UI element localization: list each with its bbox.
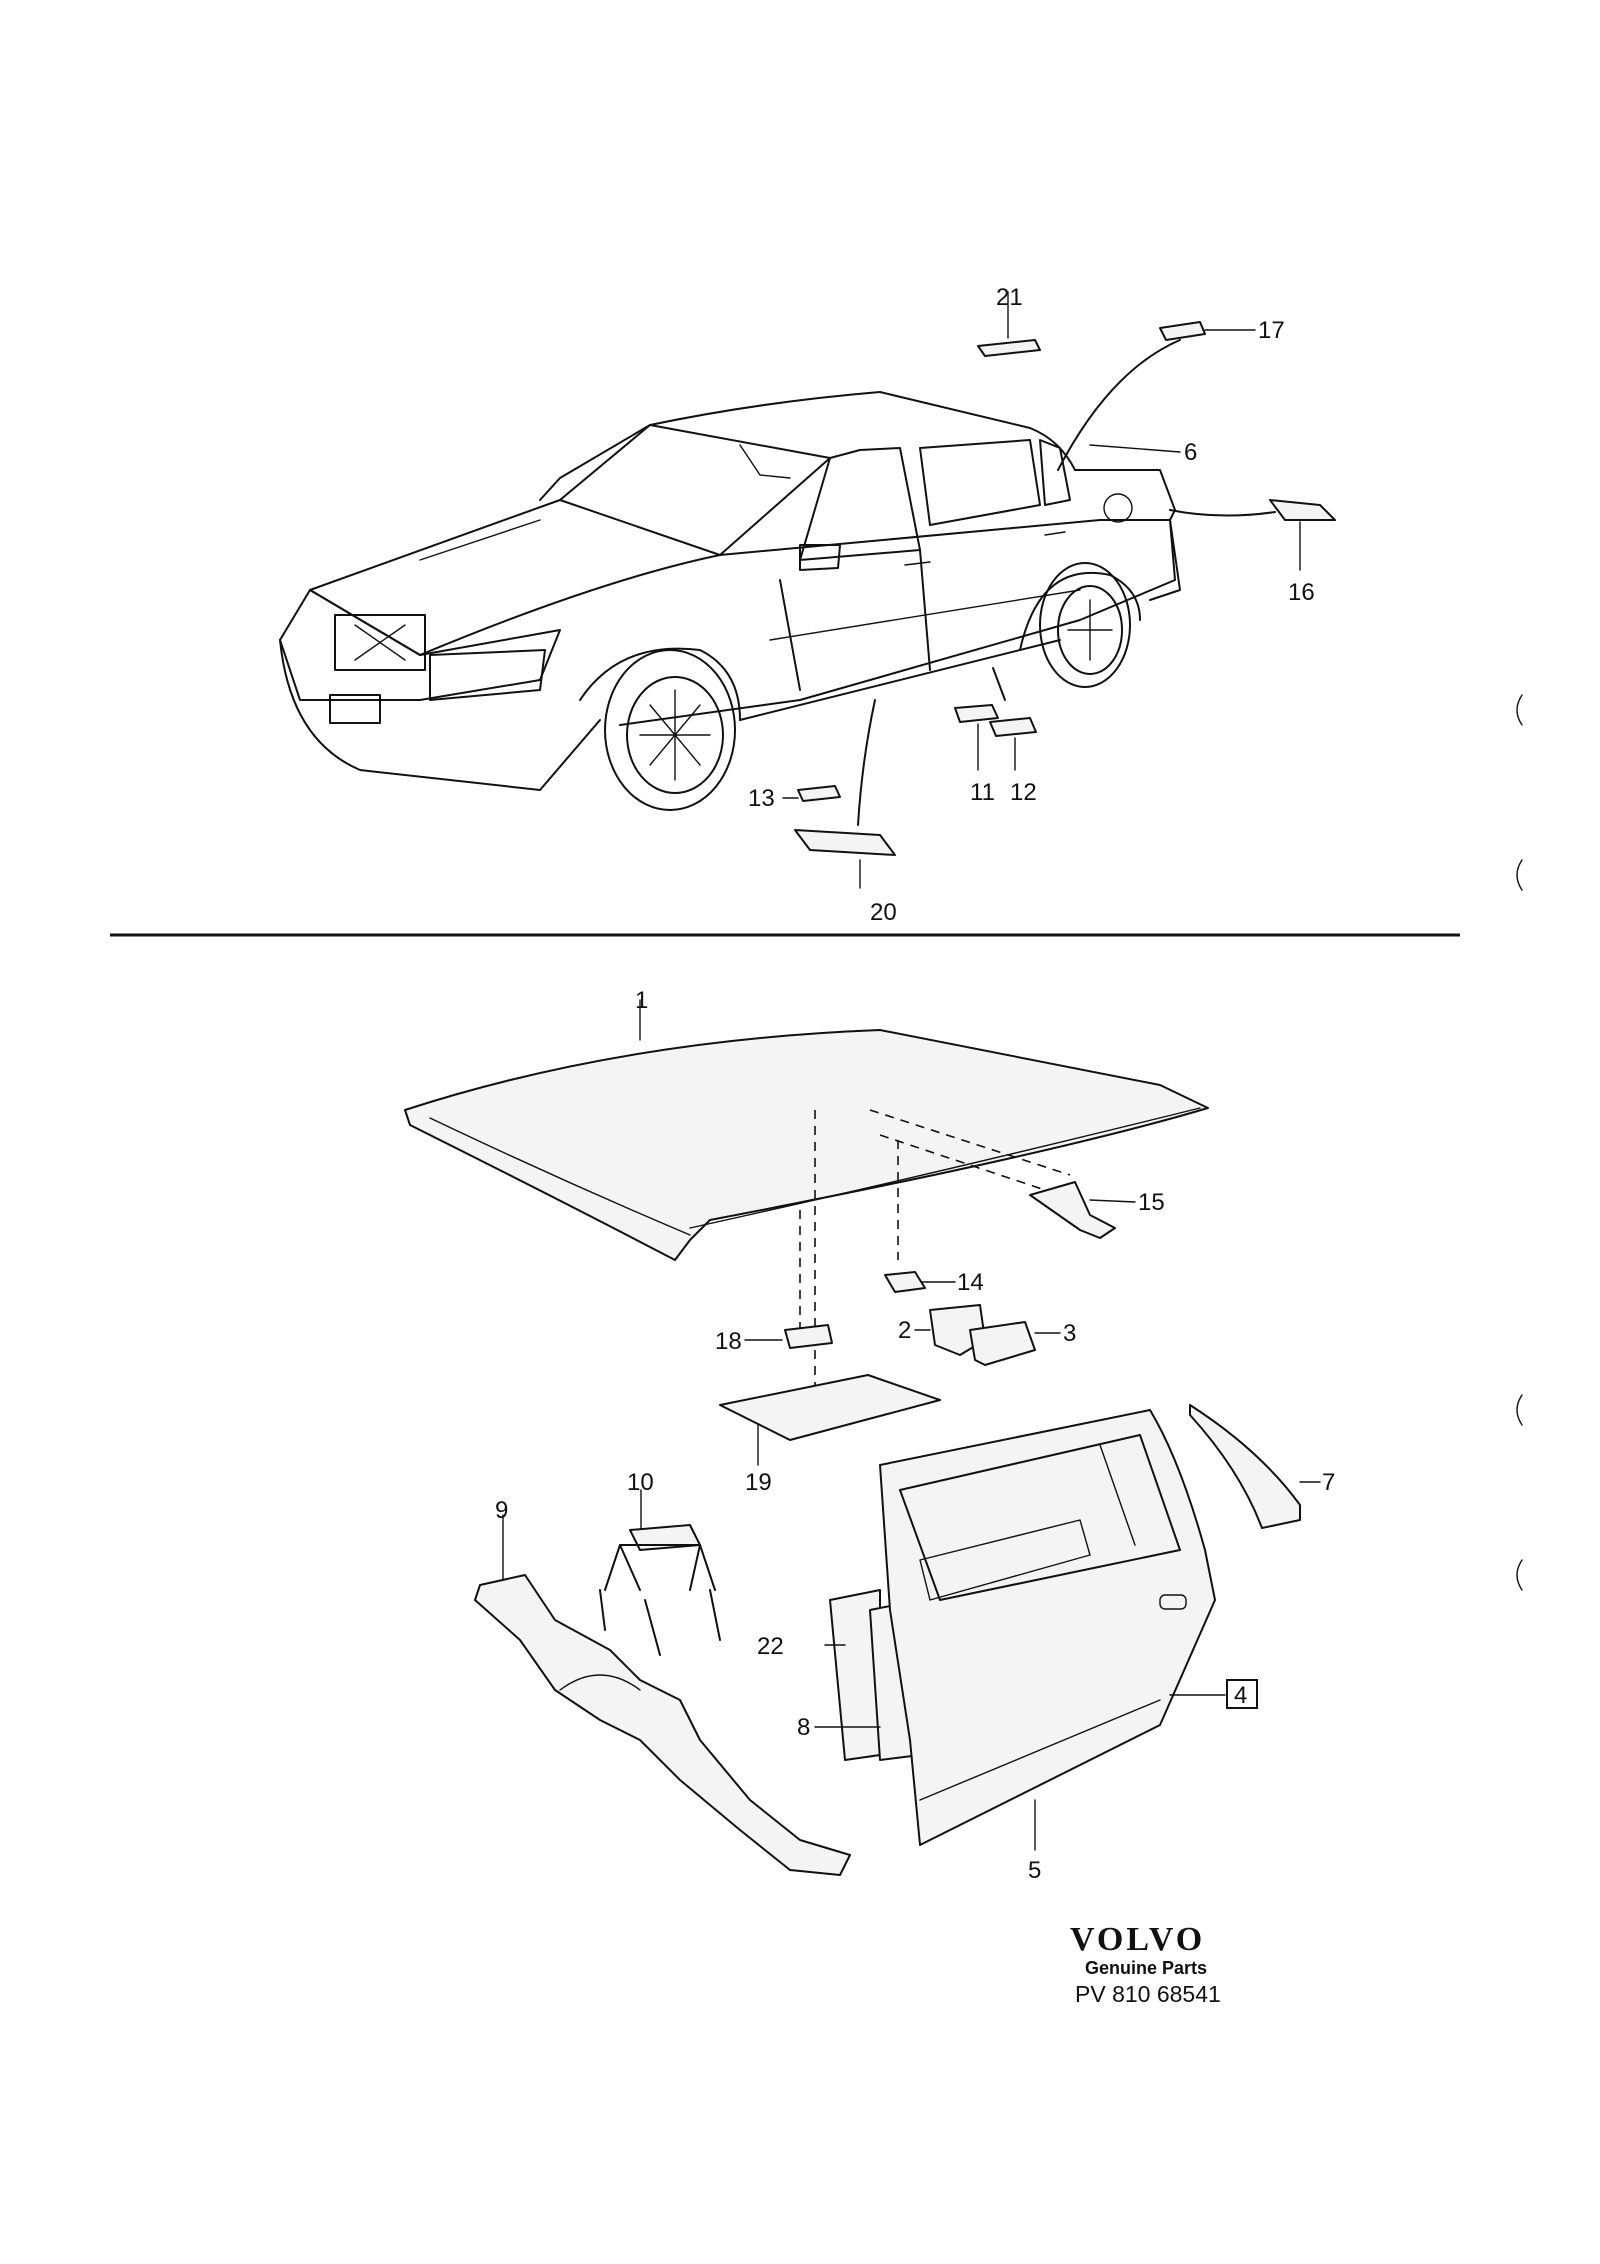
callout-17: 17: [1258, 317, 1285, 344]
part-11-12-clips: [954, 667, 1037, 771]
part-9-sound-insulation: [474, 1514, 851, 1876]
callout-3: 3: [1063, 1320, 1076, 1347]
part-10-bracket: [599, 1489, 721, 1656]
part-21-clip: [977, 291, 1041, 357]
callout-4: 4: [1234, 1682, 1247, 1709]
genuine-parts-label: Genuine Parts: [1085, 1958, 1207, 1978]
dashed-guides: [799, 1109, 1071, 1395]
callout-22: 22: [757, 1633, 784, 1660]
callout-8: 8: [797, 1714, 810, 1741]
part-7-window-trim: [1189, 1404, 1321, 1529]
part-16-clip: [1169, 499, 1336, 571]
part-1-roof-panel: [404, 999, 1209, 1261]
part-code: PV 810 68541: [1075, 1981, 1221, 2007]
volvo-logo: VOLVO: [1070, 1921, 1205, 1958]
callout-13: 13: [748, 785, 775, 812]
callout-7: 7: [1322, 1469, 1335, 1496]
callout-9: 9: [495, 1497, 508, 1524]
part-18-clip: [744, 1324, 833, 1349]
part-19-pad: [719, 1374, 941, 1466]
callout-1: 1: [635, 987, 648, 1014]
part-6-moulding: [1089, 444, 1181, 453]
callout-16: 16: [1288, 579, 1315, 606]
callout-12: 12: [1010, 779, 1037, 806]
callout-5: 5: [1028, 1857, 1041, 1884]
callout-11: 11: [970, 779, 995, 806]
callout-20: 20: [870, 899, 897, 926]
callout-15: 15: [1138, 1189, 1165, 1216]
part-4-box: [1226, 1679, 1258, 1709]
callout-10: 10: [627, 1469, 654, 1496]
part-13-20-brackets: [782, 699, 896, 889]
part-17-clip: [1057, 321, 1256, 471]
callout-19: 19: [745, 1469, 772, 1496]
callout-21: 21: [996, 284, 1023, 311]
margin-marks: [1516, 694, 1523, 1591]
callout-6: 6: [1184, 439, 1197, 466]
callout-18: 18: [715, 1328, 742, 1355]
callout-14: 14: [957, 1269, 984, 1296]
part-5-rear-door: [879, 1409, 1226, 1851]
car-illustration: [279, 391, 1181, 811]
part-2-3-brackets: [914, 1304, 1061, 1366]
part-15-bracket: [1029, 1181, 1136, 1239]
part-14-clip: [884, 1271, 956, 1293]
callout-2: 2: [898, 1317, 911, 1344]
